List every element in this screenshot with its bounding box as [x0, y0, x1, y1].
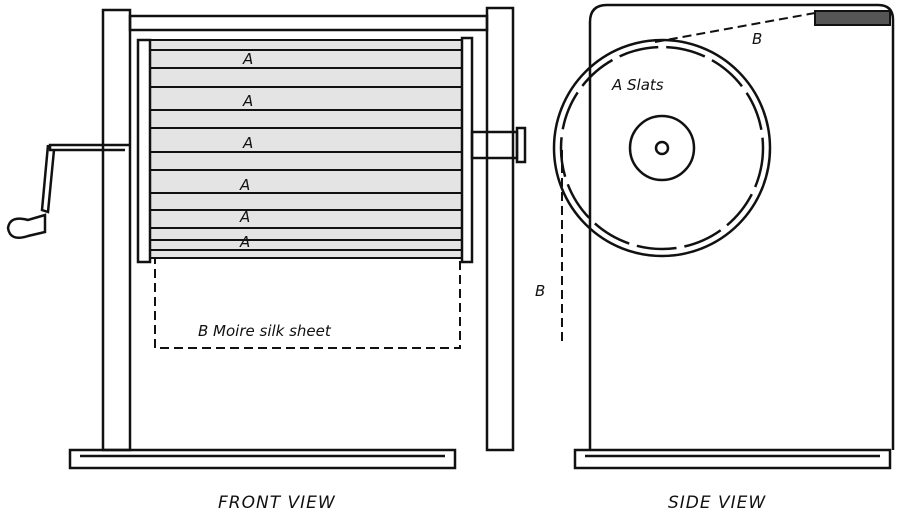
sheet-label-top: B [752, 30, 762, 48]
front-view: A A A A A A B Moire silk sheet FRONT VIE… [6, 6, 527, 513]
slats-label: A Slats [611, 76, 664, 94]
slat-label: A [242, 134, 253, 152]
drum [136, 36, 474, 264]
side-base [573, 448, 892, 470]
drum-side [552, 38, 772, 258]
front-view-caption: FRONT VIEW [218, 493, 336, 513]
moire-silk-sheet [154, 257, 461, 349]
slat-label: A [239, 208, 250, 226]
sheet-clamp [814, 10, 891, 26]
slat-label: A [239, 176, 250, 194]
sheet-label: B Moire silk sheet [198, 322, 332, 340]
crank-handle[interactable] [6, 143, 130, 239]
sheet-label-side: B [535, 282, 545, 300]
axle [470, 126, 527, 164]
left-post [101, 8, 132, 452]
right-post [485, 6, 515, 452]
slat-label: A [239, 233, 250, 251]
slat-label: A [242, 50, 253, 68]
slat-label: A [242, 92, 253, 110]
side-view-caption: SIDE VIEW [668, 493, 766, 513]
top-bar [128, 14, 489, 32]
side-view: A Slats B B SIDE VIEW [535, 3, 895, 513]
side-frame [588, 3, 895, 450]
front-base [68, 448, 457, 470]
